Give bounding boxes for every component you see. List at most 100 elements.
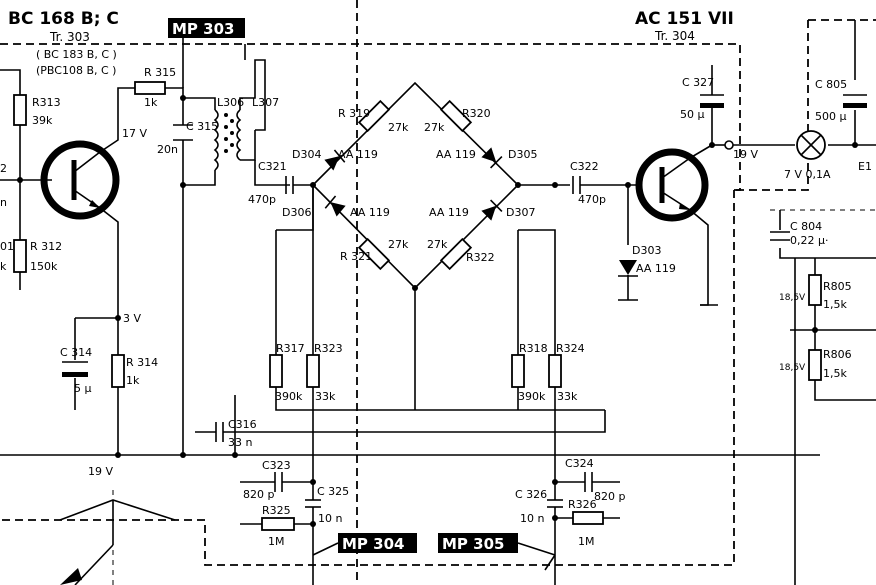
value-c805: 500 µ [815,110,847,123]
lamp-e1 [796,130,826,160]
diode-d306 [324,195,346,217]
transistor-tr303-type: BC 168 B; C [8,9,119,29]
transistor-tr303-alt2: (PBC108 B, C ) [36,64,116,77]
label-c804: C 804 [790,220,822,233]
value-c322: 470p [578,193,606,206]
resistor-r318 [511,354,525,388]
value-c321: 470p [248,193,276,206]
label-c322: C322 [570,160,599,173]
value-r323: 33k [315,390,336,403]
right-fragment-wiring [779,210,876,585]
value-r326: 1M [578,535,595,548]
label-r314: R 314 [126,356,158,369]
value-r318: 390k [518,390,546,403]
label-r312: R 312 [30,240,62,253]
label-r321: R 321 [340,250,372,263]
label-r315: R 315 [144,66,176,79]
transistor-tr304-label: Tr. 304 [654,29,695,43]
label-c324: C324 [565,457,594,470]
label-c316: C316 [228,418,257,431]
value-c327: 50 µ [680,108,705,121]
mp304-label: MP 304 [342,535,404,553]
voltage-19v-right: 19 V [733,148,758,161]
label-d306: D306 [282,206,311,219]
value-r321: 27k [388,238,409,251]
resistor-r321 [357,237,391,271]
resistor-r317 [269,354,283,388]
capacitor-c316 [195,410,606,442]
label-d303: D303 [632,244,661,257]
edge-fragment-k: k [0,260,7,273]
value-r312: 150k [30,260,58,273]
value-c323: 820 p [243,488,274,501]
label-r313: R313 [32,96,61,109]
diode-d303 [618,260,638,277]
type-d304: AA 119 [338,148,378,161]
value-c325: 10 n [318,512,342,525]
resistor-r319 [357,99,391,133]
bottom-network-left [240,472,321,555]
value-c326: 10 n [520,512,544,525]
value-c316: 33 n [228,436,252,449]
label-r317: R317 [276,342,305,355]
transistor-tr304 [635,148,709,222]
resistor-r312 [13,239,27,273]
measure-point-mp304: MP 304 [312,533,417,556]
resistor-r320 [439,99,473,133]
resistor-r806 [808,349,822,381]
voltage-18-5-a: 18,5V [779,293,806,303]
measure-point-mp303: MP 303 [168,18,245,88]
mp303-label: MP 303 [172,20,234,38]
value-r320: 27k [424,121,445,134]
terminal-node [724,140,734,150]
label-c327: C 327 [682,76,714,89]
label-l306: L306 [217,96,244,109]
label-c325: C 325 [317,485,349,498]
label-r319: R 319 [338,107,370,120]
type-d307: AA 119 [429,206,469,219]
bottom-network-right [547,472,620,585]
tr303-wiring [0,69,820,456]
label-r320: R320 [462,107,491,120]
junction-dots [17,95,858,527]
bridge-wiring [234,81,605,500]
label-c805: C 805 [815,78,847,91]
label-r318: R318 [519,342,548,355]
edge-fragment-01: 01 [0,240,14,253]
resistor-r322 [439,237,473,271]
tank-wiring [182,44,290,455]
value-r324: 33k [557,390,578,403]
resistor-r805 [808,274,822,306]
value-r315: 1k [144,96,158,109]
label-r323: R323 [314,342,343,355]
ground-marks [312,299,718,585]
label-d304: D304 [292,148,321,161]
diode-d304 [324,149,346,171]
capacitor-c314 [62,361,88,377]
capacitor-c321 [285,176,313,194]
label-r324: R324 [556,342,585,355]
capacitor-c805 [843,94,867,108]
measure-point-mp305: MP 305 [438,533,556,556]
inductor-l307 [236,109,242,161]
value-c804: 0,22 µ· [790,234,828,247]
resistor-r324 [548,354,562,388]
capacitor-c804 [770,231,790,241]
value-r314: 1k [126,374,140,387]
voltage-3v: 3 V [123,312,141,325]
voltage-7v-lamp: 7 V 0,1A [784,168,831,181]
value-r806: 1,5k [823,367,847,380]
value-r313: 39k [32,114,53,127]
coil-core-dots [224,113,234,153]
voltage-18-5-b: 18,5V [779,363,806,373]
resistor-r326 [572,511,604,525]
label-c315: C 315 [186,120,218,133]
value-r322: 27k [427,238,448,251]
resistor-r325 [261,517,295,531]
label-l307: L307 [252,96,279,109]
label-r806: R806 [823,348,852,361]
label-d305: D305 [508,148,537,161]
label-r325: R325 [262,504,291,517]
